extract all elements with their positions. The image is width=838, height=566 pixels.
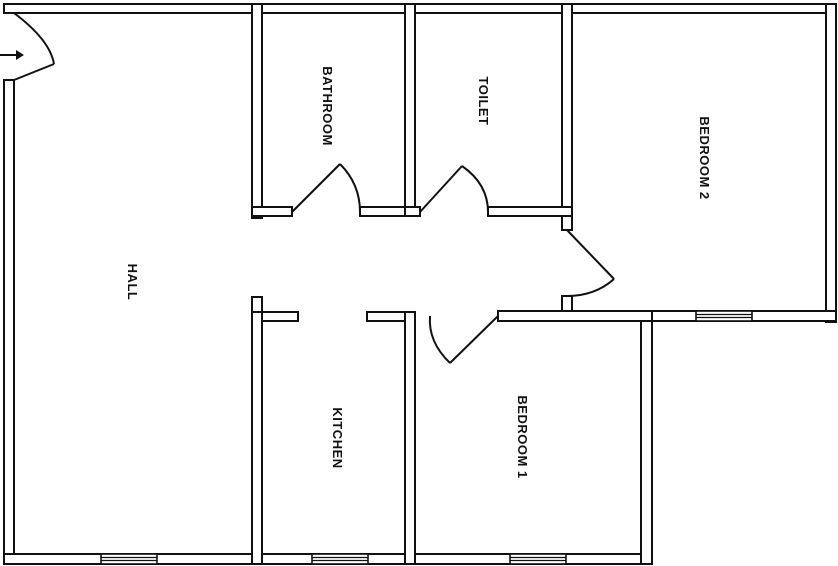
- window-bedroom1: [509, 553, 567, 565]
- wall-bedroom1-right: [640, 310, 653, 565]
- wall-bedroom1-top: [497, 310, 653, 322]
- wall-bathroom-toilet: [404, 3, 416, 217]
- wall-toilet-bottom-left: [404, 206, 421, 217]
- window-bedroom2: [695, 310, 753, 322]
- wall-right: [825, 3, 837, 323]
- room-label-bathroom: BATHROOM: [320, 66, 335, 146]
- wall-left: [3, 79, 15, 565]
- wall-kitchen-bedroom1: [404, 311, 416, 565]
- room-label-kitchen: KITCHEN: [330, 407, 345, 468]
- door-bedroom1: [428, 315, 499, 364]
- window-hall: [100, 553, 158, 565]
- door-bathroom: [291, 163, 361, 213]
- wall-bathroom-bottom-left: [251, 206, 293, 217]
- wall-hall-kitchen: [251, 311, 263, 565]
- room-label-hall: HALL: [125, 264, 140, 301]
- door-entrance: [4, 12, 55, 81]
- interior-walls: [251, 3, 653, 565]
- room-labels: HALL BATHROOM TOILET BEDROOM 2 KITCHEN B…: [125, 66, 712, 478]
- room-label-bedroom-2: BEDROOM 2: [697, 116, 712, 199]
- wall-top-right: [571, 3, 835, 14]
- wall-hall-bathroom: [251, 3, 263, 219]
- windows: [100, 310, 753, 565]
- arrow-right-icon: [0, 50, 24, 60]
- doors: [4, 12, 615, 364]
- door-toilet: [419, 165, 489, 213]
- wall-top-left: [3, 3, 253, 14]
- room-label-toilet: TOILET: [476, 77, 491, 126]
- window-kitchen: [311, 553, 369, 565]
- wall-toilet-bottom-right: [487, 206, 573, 217]
- room-label-bedroom-1: BEDROOM 1: [515, 395, 530, 478]
- door-bedroom2: [566, 229, 615, 297]
- wall-toilet-bedroom2: [561, 3, 573, 231]
